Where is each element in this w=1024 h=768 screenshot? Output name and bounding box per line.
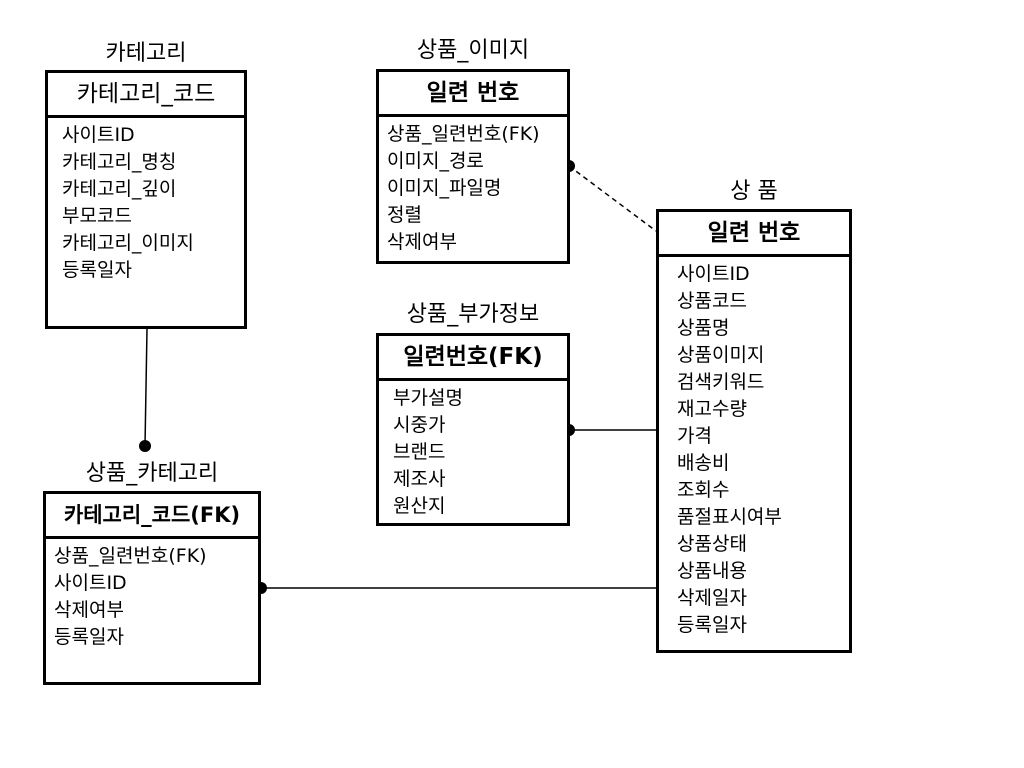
attribute: 배송비 bbox=[677, 452, 730, 474]
attribute: 이미지_파일명 bbox=[387, 177, 502, 199]
entity-product-extra[interactable]: 일련번호(FK) 부가설명 시중가 브랜드 제조사 원산지 bbox=[376, 333, 570, 526]
attribute: 등록일자 bbox=[677, 614, 747, 636]
attribute: 상품명 bbox=[677, 317, 730, 339]
attribute: 상품이미지 bbox=[677, 344, 765, 366]
entity-title-category: 카테고리 bbox=[105, 41, 187, 66]
entity-key-category: 카테고리_코드 bbox=[48, 73, 244, 118]
attribute: 등록일자 bbox=[62, 259, 132, 281]
entity-key-product-image: 일련 번호 bbox=[379, 72, 567, 117]
entity-title-product-image: 상품_이미지 bbox=[416, 38, 530, 63]
entity-product-image[interactable]: 일련 번호 상품_일련번호(FK) 이미지_경로 이미지_파일명 정렬 삭제여부 bbox=[376, 69, 570, 264]
attribute: 상품상태 bbox=[677, 533, 747, 555]
attribute-list-product: 사이트ID 상품코드 상품명 상품이미지 검색키워드 재고수량 가격 배송비 조… bbox=[659, 257, 849, 639]
attribute: 카테고리_깊이 bbox=[62, 178, 177, 200]
attribute: 제조사 bbox=[393, 468, 446, 490]
attribute: 사이트ID bbox=[677, 263, 750, 285]
rel-category-product-category bbox=[144, 328, 148, 447]
attribute: 품절표시여부 bbox=[677, 506, 782, 528]
attribute: 삭제일자 bbox=[677, 587, 747, 609]
entity-key-product-extra: 일련번호(FK) bbox=[379, 336, 567, 381]
attribute: 상품_일련번호(FK) bbox=[387, 123, 540, 145]
attribute: 부가설명 bbox=[393, 387, 463, 409]
entity-title-product-category: 상품_카테고리 bbox=[85, 461, 219, 486]
entity-product-category[interactable]: 카테고리_코드(FK) 상품_일련번호(FK) 사이트ID 삭제여부 등록일자 bbox=[43, 491, 261, 685]
attribute: 정렬 bbox=[387, 204, 422, 226]
entity-title-product-extra: 상품_부가정보 bbox=[406, 302, 540, 327]
attribute: 조회수 bbox=[677, 479, 730, 501]
entity-key-product: 일련 번호 bbox=[659, 212, 849, 257]
attribute: 부모코드 bbox=[62, 205, 132, 227]
attribute: 상품_일련번호(FK) bbox=[54, 545, 207, 567]
attribute: 카테고리_명칭 bbox=[62, 151, 177, 173]
entity-title-product: 상 품 bbox=[730, 179, 778, 204]
attribute: 삭제여부 bbox=[54, 599, 124, 621]
attribute: 가격 bbox=[677, 425, 712, 447]
rel-image-product bbox=[568, 165, 657, 232]
attribute: 브랜드 bbox=[393, 441, 446, 463]
attribute: 상품내용 bbox=[677, 560, 747, 582]
attribute: 등록일자 bbox=[54, 626, 124, 648]
attribute: 검색키워드 bbox=[677, 371, 765, 393]
entity-key-product-category: 카테고리_코드(FK) bbox=[46, 494, 258, 539]
attribute: 삭제여부 bbox=[387, 231, 457, 253]
attribute-list-product-category: 상품_일련번호(FK) 사이트ID 삭제여부 등록일자 bbox=[46, 539, 258, 651]
rel-dot-product-category bbox=[139, 440, 151, 452]
attribute: 사이트ID bbox=[62, 124, 135, 146]
attribute-list-product-extra: 부가설명 시중가 브랜드 제조사 원산지 bbox=[379, 381, 567, 520]
attribute: 카테고리_이미지 bbox=[62, 232, 194, 254]
attribute: 이미지_경로 bbox=[387, 150, 484, 172]
attribute: 시중가 bbox=[393, 414, 446, 436]
attribute-list-product-image: 상품_일련번호(FK) 이미지_경로 이미지_파일명 정렬 삭제여부 bbox=[379, 117, 567, 256]
entity-product[interactable]: 일련 번호 사이트ID 상품코드 상품명 상품이미지 검색키워드 재고수량 가격… bbox=[656, 209, 852, 653]
attribute: 상품코드 bbox=[677, 290, 747, 312]
attribute: 재고수량 bbox=[677, 398, 747, 420]
attribute-list-category: 사이트ID 카테고리_명칭 카테고리_깊이 부모코드 카테고리_이미지 등록일자 bbox=[48, 118, 244, 284]
attribute: 원산지 bbox=[393, 495, 446, 517]
entity-category[interactable]: 카테고리_코드 사이트ID 카테고리_명칭 카테고리_깊이 부모코드 카테고리_… bbox=[45, 70, 247, 329]
attribute: 사이트ID bbox=[54, 572, 127, 594]
